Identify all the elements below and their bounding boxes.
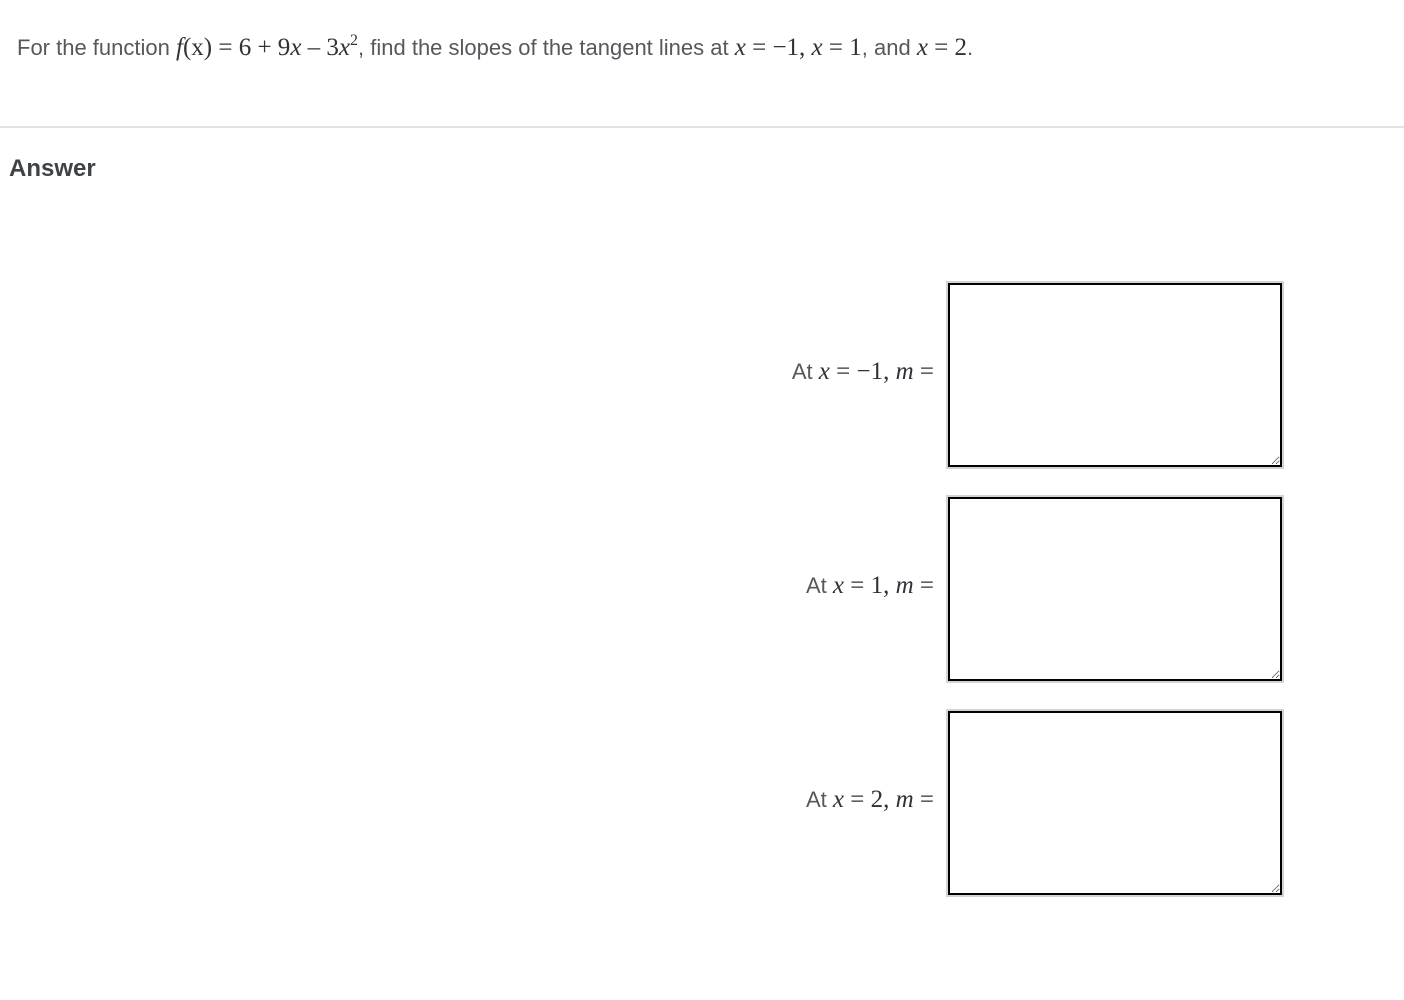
x-val: = 1,: [843, 572, 896, 599]
m-var: m: [895, 572, 914, 599]
x-var: x: [734, 34, 746, 61]
question-suffix: .: [967, 35, 974, 60]
expr-var-1: x: [290, 34, 302, 61]
x-val: = −1,: [829, 358, 896, 385]
answer-label-3: At x = 2, m =: [806, 783, 934, 817]
x-var: x: [916, 34, 928, 61]
equals-sign: =: [913, 572, 934, 599]
function-expression: f(x) = 6 + 9x – 3x2: [175, 32, 359, 62]
x-var: x: [811, 34, 823, 61]
answer-row-3: At x = 2, m =: [0, 709, 1404, 897]
question-prefix: For the function: [17, 35, 176, 60]
question-middle: , find the slopes of the tangent lines a…: [358, 35, 735, 60]
equals-sign: =: [913, 358, 934, 385]
question-text: For the function f(x) = 6 + 9x – 3x2, fi…: [17, 28, 973, 68]
x-value-3: x = 2: [917, 34, 967, 61]
answer-heading: Answer: [9, 155, 96, 182]
x-var: x: [832, 786, 844, 813]
x-var: x: [818, 358, 830, 385]
equals-sign: =: [212, 34, 239, 61]
x-val: = 2,: [843, 786, 896, 813]
at-text: At: [805, 787, 833, 812]
slope-input-x-neg1[interactable]: [946, 281, 1284, 469]
slope-input-x-1[interactable]: [946, 495, 1284, 683]
question-and: , and: [861, 35, 917, 60]
answer-row-2: At x = 1, m =: [0, 495, 1404, 683]
function-name: f: [175, 34, 183, 61]
x-val: = 1: [822, 34, 862, 61]
expr-var-2: x: [338, 34, 351, 61]
answer-row-1: At x = −1, m =: [0, 281, 1404, 469]
answer-label-2: At x = 1, m =: [806, 569, 934, 603]
x-value-1: x = −1,: [735, 34, 812, 61]
m-var: m: [895, 358, 914, 385]
x-var: x: [832, 572, 844, 599]
x-val: = 2: [927, 34, 968, 61]
x-val: = −1,: [745, 34, 812, 61]
section-divider: [0, 126, 1404, 128]
expr-exponent: 2: [350, 32, 359, 49]
x-value-2: x = 1: [812, 34, 862, 61]
slope-input-x-2[interactable]: [946, 709, 1284, 897]
at-text: At: [791, 359, 819, 384]
m-var: m: [895, 786, 914, 813]
expr-term-1: 6 + 9: [238, 34, 291, 61]
function-arg: (x): [182, 34, 213, 61]
at-text: At: [805, 573, 833, 598]
expr-term-2: – 3: [301, 34, 339, 61]
answer-label-1: At x = −1, m =: [792, 355, 934, 389]
equals-sign: =: [913, 786, 934, 813]
